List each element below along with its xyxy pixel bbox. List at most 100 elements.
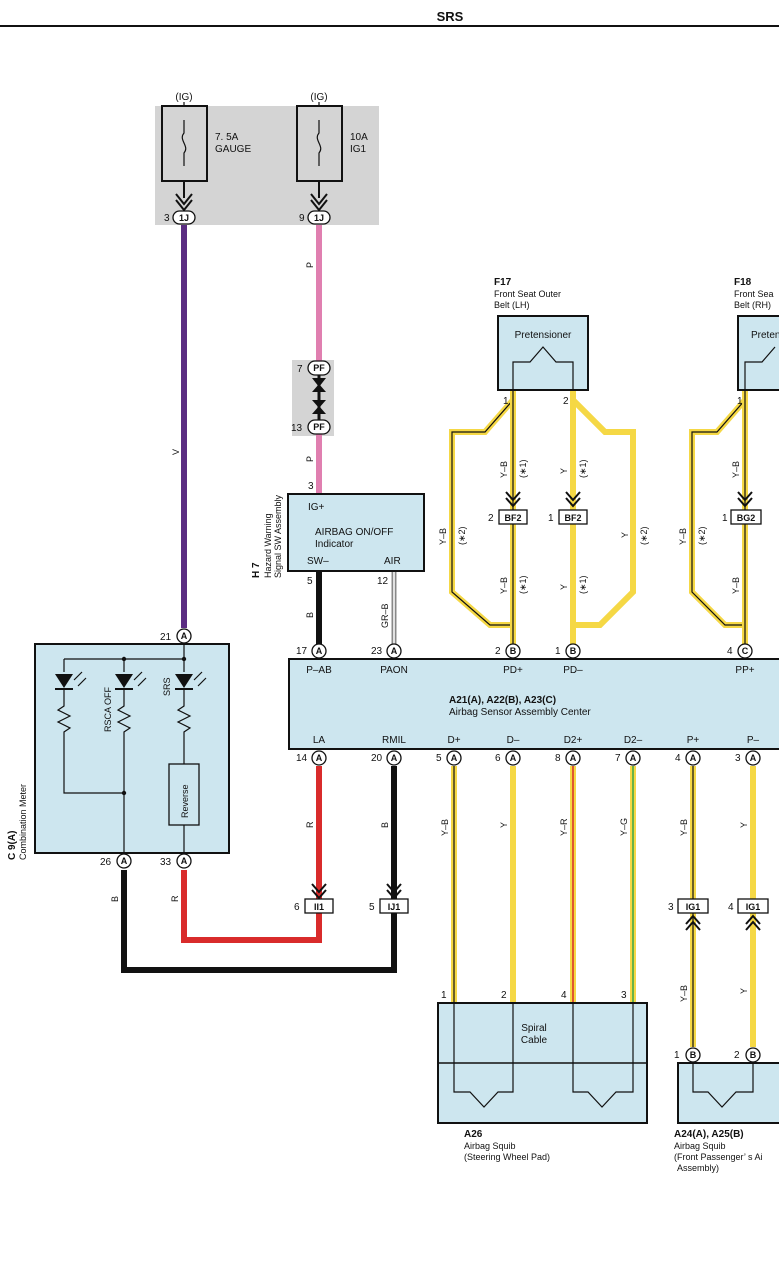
f18-name-2: Belt (RH) bbox=[734, 300, 771, 310]
center-term-dminus: D– 6 A bbox=[495, 735, 521, 766]
wire-yb-f18-outer-line bbox=[691, 390, 746, 644]
a24-airbag-squib: 1 B 2 B A24(A), A25(B) Airbag Squib (Fro… bbox=[674, 1047, 779, 1173]
c9-pin-top: 21 bbox=[160, 632, 172, 643]
f18-code: F18 bbox=[734, 277, 752, 288]
wire-label-yg: Y–G bbox=[619, 818, 629, 836]
center-top-conn-3: B bbox=[570, 646, 577, 656]
h7-term-air: AIR bbox=[384, 556, 401, 567]
center-top-term-4: PP+ bbox=[735, 665, 754, 676]
a24-pin-1: 1 bbox=[674, 1050, 680, 1061]
a24-code: A24(A), A25(B) bbox=[674, 1129, 744, 1140]
center-bottom-term-1: RMIL bbox=[382, 735, 406, 746]
ii1-label: II1 bbox=[314, 902, 324, 912]
fuse-ig1-connector: 1J bbox=[314, 213, 324, 223]
center-bottom-term-0: LA bbox=[313, 735, 326, 746]
wire-y-f17-outer bbox=[570, 390, 636, 644]
center-term-pdplus: 2 B PD+ bbox=[495, 643, 523, 676]
c9-name: Combination Meter bbox=[18, 784, 28, 860]
a26-label-2: Cable bbox=[521, 1035, 548, 1046]
a26-name-1: Airbag Squib bbox=[464, 1141, 516, 1151]
f17-name-1: Front Seat Outer bbox=[494, 289, 561, 299]
bf2-junction-b: 1 BF2 bbox=[548, 491, 588, 525]
h7-term-sw: SW– bbox=[307, 556, 329, 567]
center-bottom-conn-0: A bbox=[316, 753, 323, 763]
wire-label-yb-f18-up: Y–B bbox=[731, 461, 741, 478]
center-top-pin-3: 1 bbox=[555, 646, 561, 657]
a24-conn-1: B bbox=[690, 1050, 697, 1060]
fuse-ig1: (IG) 10A IG1 9 1J bbox=[296, 92, 368, 225]
a26-label-1: Spiral bbox=[521, 1023, 547, 1034]
c9-conn-26: A bbox=[121, 856, 128, 866]
center-term-d2minus: D2– 7 A bbox=[615, 735, 643, 766]
a26-code: A26 bbox=[464, 1129, 483, 1140]
f17-pin2: 2 bbox=[563, 396, 569, 407]
f18-pretensioner: F18 Front Sea Belt (RH) Preten 1 bbox=[734, 277, 779, 407]
a24-name-2: (Front Passenger’ s Ai bbox=[674, 1152, 763, 1162]
center-bottom-term-7: P– bbox=[747, 735, 760, 746]
center-bottom-pin-0: 14 bbox=[296, 753, 308, 764]
center-name: Airbag Sensor Assembly Center bbox=[449, 707, 591, 718]
ig1-b-label: IG1 bbox=[746, 902, 761, 912]
ij1-label: IJ1 bbox=[388, 902, 401, 912]
ig1-b-pin: 4 bbox=[728, 902, 734, 913]
wire-label-b-meter: B bbox=[110, 896, 120, 902]
center-bottom-conn-5: A bbox=[630, 753, 637, 763]
wire-r bbox=[181, 766, 322, 943]
center-term-rmil: RMIL 20 A bbox=[371, 735, 406, 766]
wire-label-grb: GR–B bbox=[380, 603, 390, 628]
a26-name-2: (Steering Wheel Pad) bbox=[464, 1152, 550, 1162]
center-bottom-term-6: P+ bbox=[687, 735, 700, 746]
airbag-sensor-center: A21(A), A22(B), A23(C) Airbag Sensor Ass… bbox=[288, 643, 779, 766]
a24-pin-2: 2 bbox=[734, 1050, 740, 1061]
wire-yb-f17-outer-line bbox=[451, 390, 514, 644]
center-top-term-1: PAON bbox=[380, 665, 408, 676]
c9-srs-label: SRS bbox=[162, 677, 172, 696]
h7-pin-air: 12 bbox=[377, 576, 389, 587]
center-bottom-conn-6: A bbox=[690, 753, 697, 763]
bf2-a-label: BF2 bbox=[504, 513, 521, 523]
wire-label-r-la: R bbox=[305, 821, 315, 828]
a26-pin-4: 4 bbox=[561, 990, 567, 1001]
center-top-conn-2: B bbox=[510, 646, 517, 656]
f17-label: Pretensioner bbox=[515, 330, 572, 341]
c9-code: C 9(A) bbox=[7, 831, 18, 860]
fuse-gauge-supply: (IG) bbox=[175, 92, 192, 103]
center-term-dplus: D+ 5 A bbox=[436, 735, 462, 766]
ii1-junction: 6 II1 bbox=[294, 883, 334, 914]
center-term-pminus: P– 3 A bbox=[735, 735, 761, 766]
wire-label-note2-f18: (∗2) bbox=[697, 526, 707, 545]
center-top-pin-0: 17 bbox=[296, 646, 308, 657]
h7-name-2: Signal SW Assembly bbox=[273, 494, 283, 578]
wire-label-yb-f17-down: Y–B bbox=[499, 577, 509, 594]
h7-code: H 7 bbox=[251, 562, 262, 578]
wire-label-y-dminus: Y bbox=[499, 822, 509, 828]
ii1-pin: 6 bbox=[294, 902, 300, 913]
fuse-ig1-name: IG1 bbox=[350, 144, 367, 155]
c9-pin-33: 33 bbox=[160, 857, 172, 868]
f18-label: Preten bbox=[751, 330, 779, 341]
center-top-conn-4: C bbox=[742, 646, 749, 656]
wire-label-note2-f17-left: (∗2) bbox=[457, 526, 467, 545]
wire-label-y-pminus: Y bbox=[739, 822, 749, 828]
ig1-a-label: IG1 bbox=[686, 902, 701, 912]
wire-label-r-meter: R bbox=[170, 895, 180, 902]
wire-label-p-upper: P bbox=[305, 262, 315, 268]
center-term-d2plus: D2+ 8 A bbox=[555, 735, 582, 766]
a26-pin-2: 2 bbox=[501, 990, 507, 1001]
wire-label-yb-dplus: Y–B bbox=[440, 819, 450, 836]
fuse-gauge: (IG) 7. 5A GAUGE 3 1J bbox=[161, 92, 251, 225]
pf-top-label: PF bbox=[313, 363, 325, 373]
wire-label-note1-f17-b: (∗1) bbox=[518, 575, 528, 594]
ig1-a-pin: 3 bbox=[668, 902, 674, 913]
wire-label-note1-f17-a: (∗1) bbox=[518, 459, 528, 478]
center-term-paon: 23 A PAON bbox=[371, 643, 408, 676]
wire-label-y-f17-right: Y bbox=[620, 532, 630, 538]
center-term-la: LA 14 A bbox=[296, 735, 327, 766]
center-top-conn-0: A bbox=[316, 646, 323, 656]
wire-label-y-a24: Y bbox=[739, 988, 749, 994]
h7-name-1: Hazard Warning bbox=[263, 513, 273, 578]
center-bottom-pin-2: 5 bbox=[436, 753, 442, 764]
center-bottom-pin-6: 4 bbox=[675, 753, 681, 764]
bf2-junction-a: 2 BF2 bbox=[488, 491, 528, 525]
